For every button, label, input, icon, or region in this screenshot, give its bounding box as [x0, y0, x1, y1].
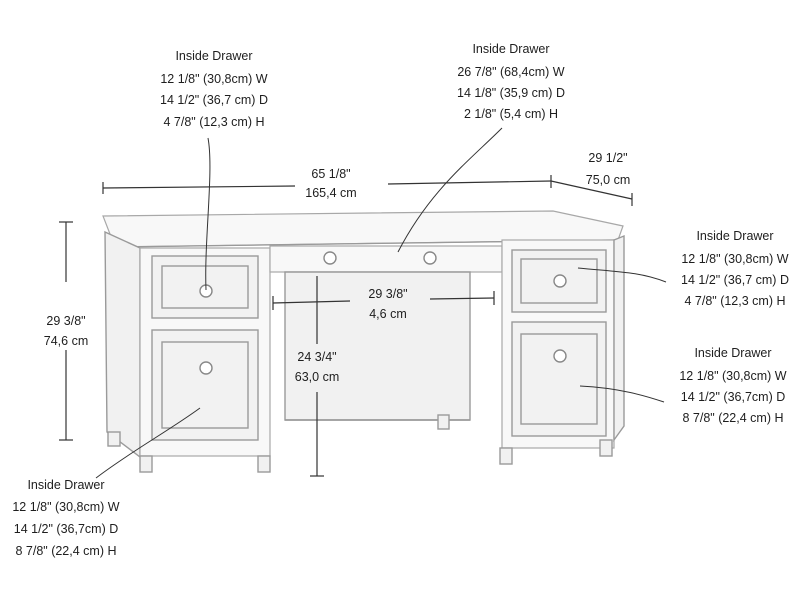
- callout-top-left: Inside Drawer 12 1/8" (30,8cm) W 14 1/2"…: [160, 49, 268, 129]
- left-pedestal-side: [104, 230, 141, 459]
- callout-heading: Inside Drawer: [472, 42, 549, 56]
- label-width: 65 1/8" 165,4 cm: [305, 167, 356, 200]
- callout-bottom-left: Inside Drawer 12 1/8" (30,8cm) W 14 1/2"…: [12, 478, 119, 558]
- label-height: 29 3/8" 74,6 cm: [44, 314, 88, 348]
- height-inches: 29 3/8": [46, 314, 85, 328]
- callout-line: 8 7/8" (22,4 cm) H: [15, 544, 116, 558]
- right-bottom-drawer-knob: [553, 349, 567, 363]
- callout-line: 14 1/2" (36,7 cm) D: [160, 93, 268, 107]
- leader-center: [397, 127, 503, 253]
- callout-line: 14 1/2" (36,7 cm) D: [681, 273, 789, 287]
- callout-line: 14 1/8" (35,9 cm) D: [457, 86, 565, 100]
- knee-height-cm: 63,0 cm: [295, 370, 339, 384]
- knee-width-cm: 4,6 cm: [369, 307, 407, 321]
- callout-heading: Inside Drawer: [175, 49, 252, 63]
- leader-bottom-left: [95, 407, 201, 479]
- callout-line: 12 1/8" (30,8cm) W: [12, 500, 119, 514]
- callout-heading: Inside Drawer: [696, 229, 773, 243]
- leader-top-right: [577, 267, 667, 283]
- left-bottom-drawer-knob: [199, 361, 213, 375]
- callout-heading: Inside Drawer: [694, 346, 771, 360]
- callout-line: 12 1/8" (30,8cm) W: [160, 72, 267, 86]
- dimension-lines: [59, 175, 633, 477]
- depth-inches: 29 1/2": [588, 151, 627, 165]
- callout-bottom-right: Inside Drawer 12 1/8" (30,8cm) W 14 1/2"…: [679, 346, 786, 425]
- right-front-leg-1: [499, 447, 513, 465]
- left-front-leg-1: [139, 455, 153, 473]
- left-front-leg-2: [257, 455, 271, 473]
- left-bottom-drawer: [151, 329, 259, 441]
- label-depth: 29 1/2" 75,0 cm: [586, 151, 630, 187]
- callout-line: 12 1/8" (30,8cm) W: [679, 369, 786, 383]
- right-bottom-drawer: [511, 321, 607, 437]
- depth-cm: 75,0 cm: [586, 173, 630, 187]
- knee-width-inches: 29 3/8": [368, 287, 407, 301]
- width-cm: 165,4 cm: [305, 186, 356, 200]
- height-cm: 74,6 cm: [44, 334, 88, 348]
- leader-top-left: [205, 137, 211, 291]
- center-back-leg: [437, 414, 450, 430]
- callout-line: 8 7/8" (22,4 cm) H: [682, 411, 783, 425]
- center-drawer-knob-right: [423, 251, 437, 265]
- leader-lines: [95, 127, 667, 479]
- callout-center: Inside Drawer 26 7/8" (68,4cm) W 14 1/8"…: [457, 42, 565, 121]
- callout-line: 14 1/2" (36,7cm) D: [681, 390, 785, 404]
- callout-line: 26 7/8" (68,4cm) W: [457, 65, 564, 79]
- label-knee-width: 29 3/8" 4,6 cm: [368, 287, 407, 321]
- right-pedestal-side: [613, 234, 625, 443]
- right-top-drawer-knob: [553, 274, 567, 288]
- callout-line: 4 7/8" (12,3 cm) H: [163, 115, 264, 129]
- callout-line: 12 1/8" (30,8cm) W: [681, 252, 788, 266]
- center-drawer-knob-left: [323, 251, 337, 265]
- width-inches: 65 1/8": [311, 167, 350, 181]
- callout-line: 4 7/8" (12,3 cm) H: [684, 294, 785, 308]
- depth-dimension-line: [550, 180, 633, 200]
- knee-height-inches: 24 3/4": [297, 350, 336, 364]
- leader-bottom-right: [579, 385, 665, 403]
- center-drawer: [269, 245, 503, 273]
- right-front-leg-2: [599, 439, 613, 457]
- callout-heading: Inside Drawer: [27, 478, 104, 492]
- callout-top-right: Inside Drawer 12 1/8" (30,8cm) W 14 1/2"…: [681, 229, 789, 308]
- label-knee-height: 24 3/4" 63,0 cm: [295, 350, 339, 384]
- callout-line: 14 1/2" (36,7cm) D: [14, 522, 118, 536]
- width-dimension-line: [102, 185, 296, 189]
- knee-width-dimension-line: [272, 300, 351, 304]
- desk-illustration: [102, 210, 625, 473]
- callout-line: 2 1/8" (5,4 cm) H: [464, 107, 558, 121]
- left-back-leg: [107, 431, 121, 447]
